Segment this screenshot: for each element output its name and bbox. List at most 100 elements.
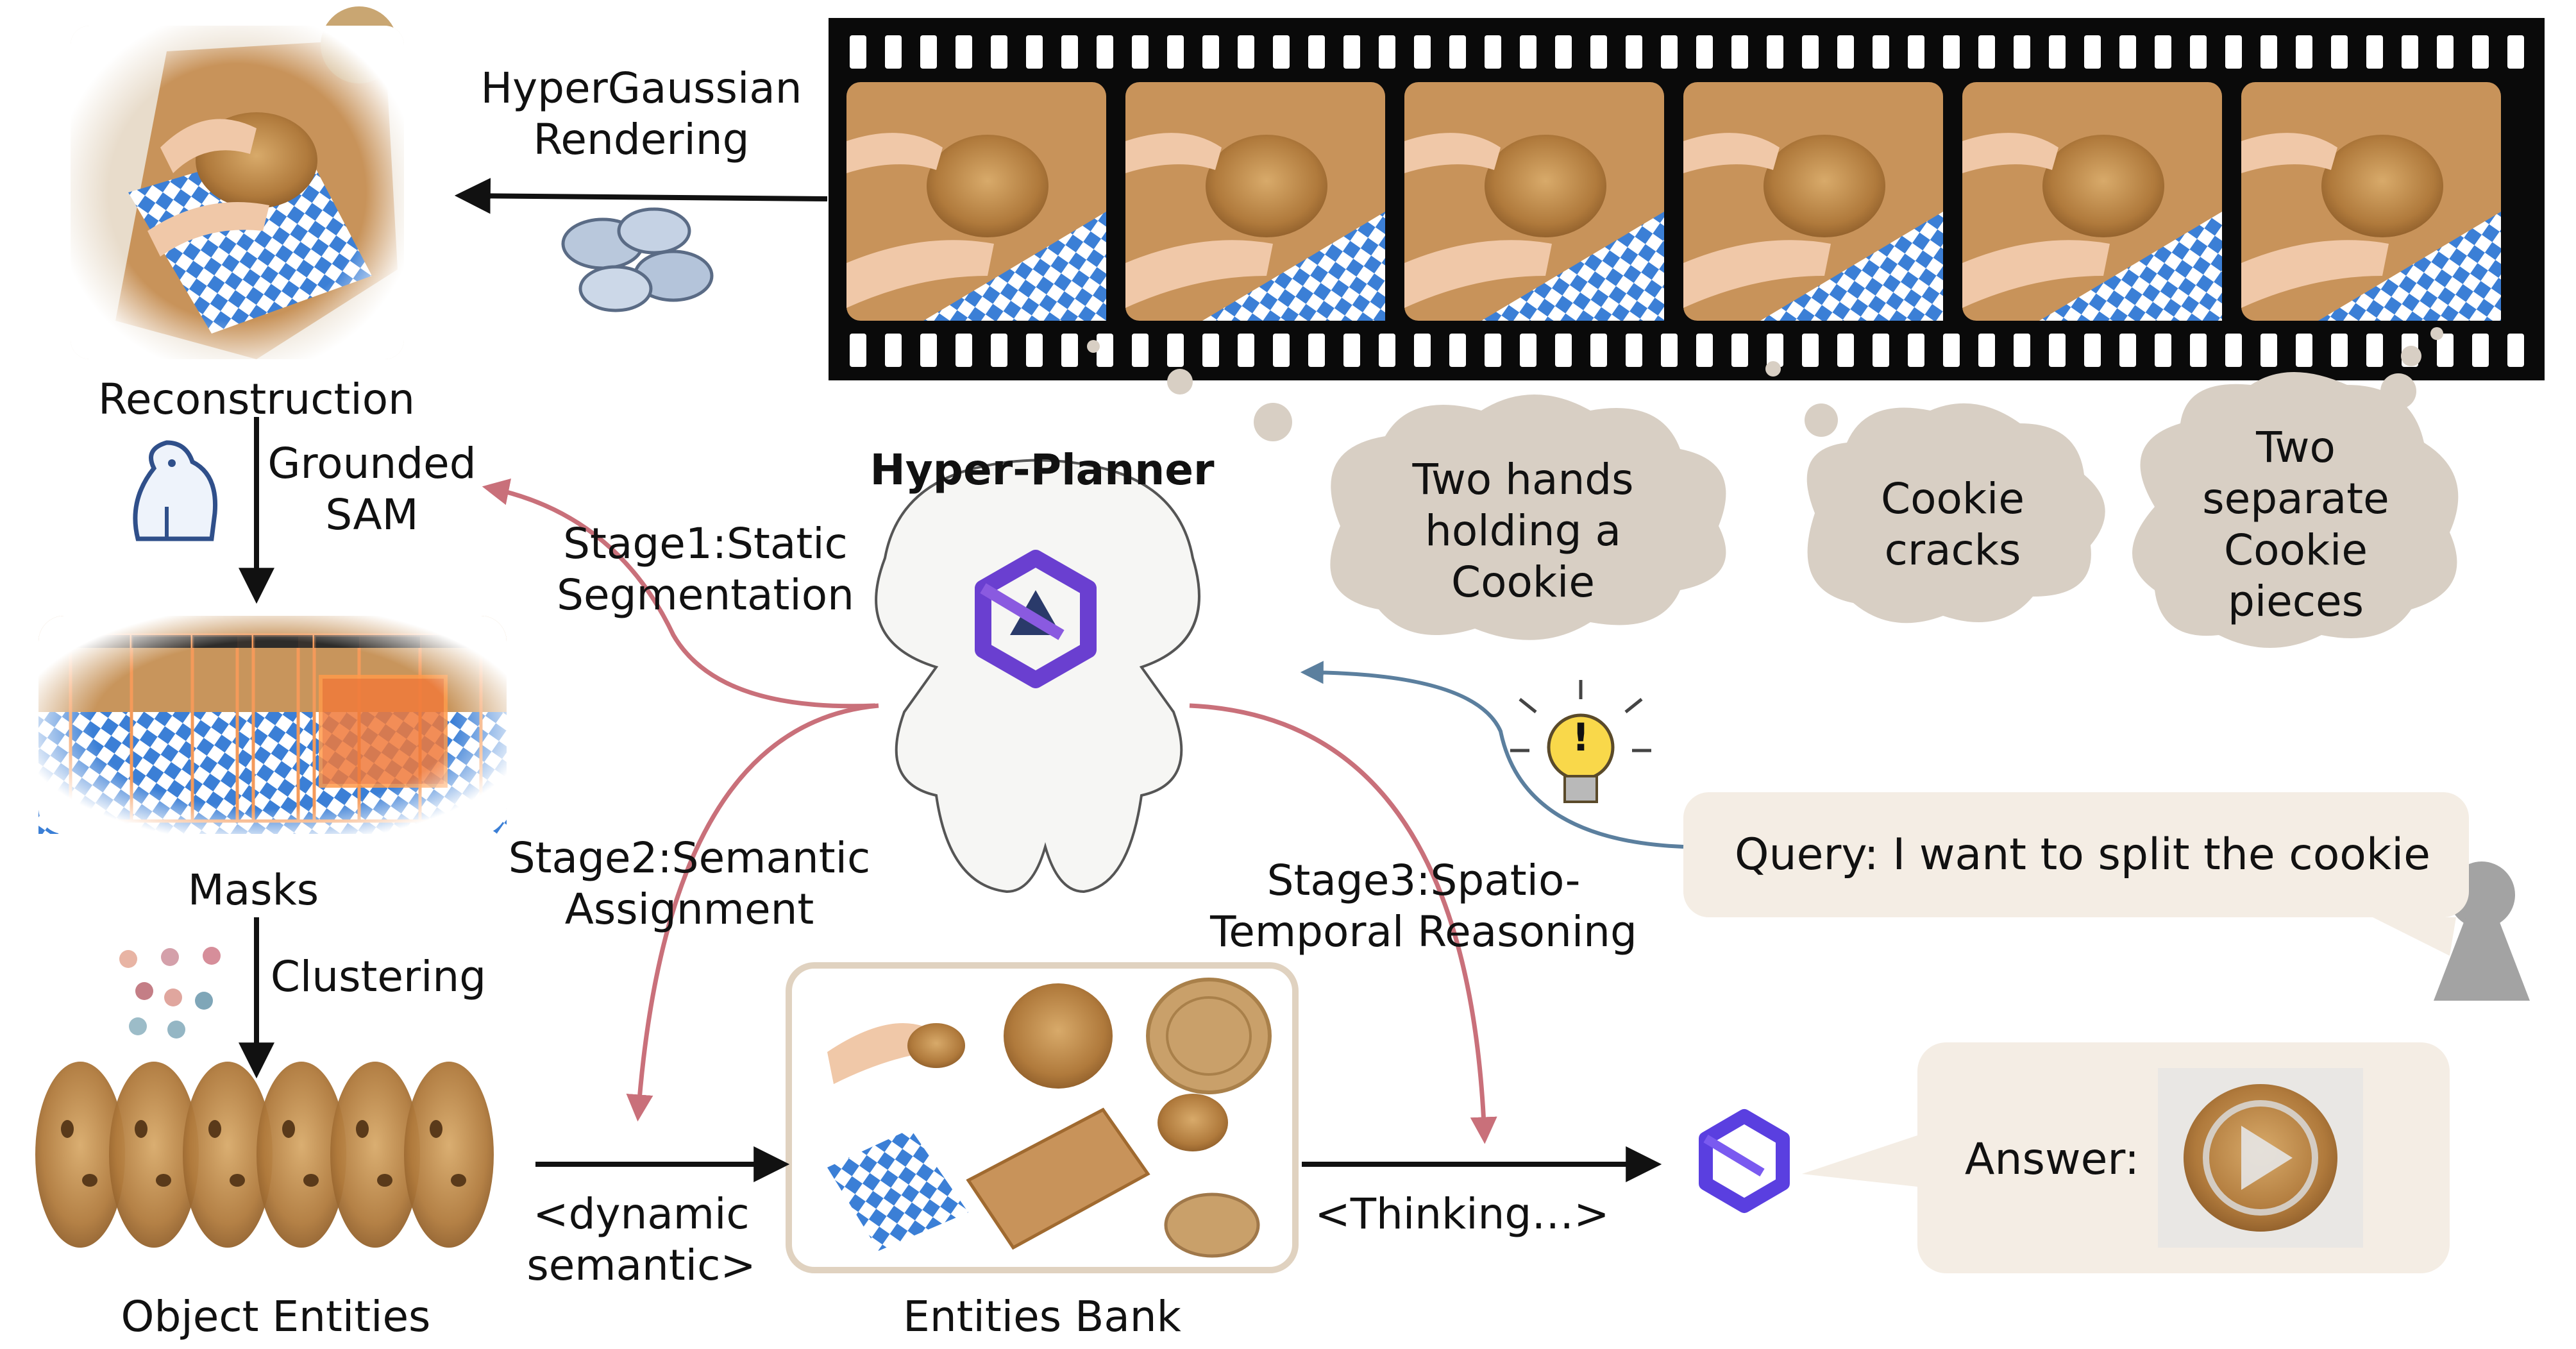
sprocket-hole xyxy=(2084,35,2101,69)
sprocket-hole xyxy=(1626,35,1642,69)
clustering-label: Clustering xyxy=(271,952,486,1001)
sprocket-hole xyxy=(2331,334,2348,367)
sprocket-hole xyxy=(1414,35,1431,69)
stage3-label-line2: Temporal Reasoning xyxy=(1209,907,1637,956)
arrow-stage2 xyxy=(626,703,879,1122)
sprocket-hole xyxy=(1520,334,1536,367)
stage2-label-line2: Assignment xyxy=(565,885,814,934)
reconstruction-label: Reconstruction xyxy=(98,375,415,424)
sprocket-hole xyxy=(1379,35,1395,69)
sprocket-hole xyxy=(1343,35,1360,69)
object-entities-image xyxy=(35,1062,494,1248)
sprocket-hole xyxy=(1202,334,1219,367)
sprocket-hole xyxy=(1449,35,1466,69)
sprocket-hole xyxy=(2014,35,2030,69)
sprocket-hole xyxy=(2437,334,2454,367)
sprocket-hole xyxy=(850,35,866,69)
sprocket-hole xyxy=(2119,35,2136,69)
sprocket-hole xyxy=(2507,334,2524,367)
sprocket-hole xyxy=(2119,334,2136,367)
sprocket-hole xyxy=(885,334,902,367)
sprocket-hole xyxy=(1837,35,1854,69)
cloud-tail-dot xyxy=(1254,403,1292,441)
sprocket-hole xyxy=(1661,334,1678,367)
cloud-1-line-3: Cookie xyxy=(1451,557,1595,607)
stage3-label-line1: Stage3:Spatio- xyxy=(1267,856,1581,905)
arrow-film-to-reconstruction xyxy=(454,178,828,214)
video-frame xyxy=(2241,82,2501,321)
entity-cookie-half xyxy=(35,1062,125,1248)
sprocket-hole xyxy=(1132,35,1149,69)
sprocket-hole xyxy=(955,334,972,367)
sprocket-hole xyxy=(1485,334,1501,367)
sprocket-hole xyxy=(1731,334,1748,367)
sprocket-hole xyxy=(955,35,972,69)
cloud-tail-dot xyxy=(1765,361,1781,377)
sprocket-hole xyxy=(991,35,1007,69)
sprocket-hole xyxy=(1167,35,1184,69)
video-frame xyxy=(1125,82,1385,321)
polar-bear-icon xyxy=(133,440,218,541)
qwen-logo-answer-icon xyxy=(1699,1109,1790,1213)
sprocket-hole xyxy=(1061,334,1078,367)
hypergaussian-label-line2: Rendering xyxy=(533,115,749,164)
sprocket-hole xyxy=(1626,334,1642,367)
cloud-3-line-1: Two xyxy=(2255,423,2336,472)
stage2-label-line1: Stage2:Semantic xyxy=(509,833,871,883)
cloud-2-line-1: Cookie xyxy=(1881,474,2025,523)
sprocket-hole xyxy=(2155,35,2171,69)
sprocket-hole xyxy=(1555,35,1572,69)
grounded-sam-label-line2: SAM xyxy=(325,490,418,539)
video-frame xyxy=(1962,82,2222,321)
answer-label: Answer: xyxy=(1965,1134,2139,1185)
sprocket-hole xyxy=(1308,334,1325,367)
sprocket-hole xyxy=(1978,334,1995,367)
sprocket-hole xyxy=(1802,35,1819,69)
thought-clouds xyxy=(1087,327,2459,648)
cloud-1-line-1: Two hands xyxy=(1411,455,1633,504)
reconstruction-image xyxy=(71,6,404,359)
hypergaussian-label-line1: HyperGaussian xyxy=(480,64,802,113)
sprocket-hole xyxy=(1837,334,1854,367)
sprocket-hole xyxy=(2507,35,2524,69)
arrow-stage3 xyxy=(1189,703,1497,1144)
sprocket-hole xyxy=(1873,35,1889,69)
query-text: Query: I want to split the cookie xyxy=(1735,829,2430,880)
cloud-tail-dot xyxy=(1087,340,1100,353)
sprocket-hole xyxy=(1273,334,1290,367)
thought-cloud-3 xyxy=(2132,372,2459,648)
stage1-label-line1: Stage1:Static xyxy=(563,519,848,568)
entities-bank-box xyxy=(786,962,1299,1273)
sprocket-hole xyxy=(1943,35,1960,69)
sprocket-hole xyxy=(1132,334,1149,367)
cloud-3-line-4: pieces xyxy=(2228,577,2364,626)
thought-cloud-1 xyxy=(1330,395,1726,640)
cloud-texts: Two hands holding a Cookie Cookie cracks… xyxy=(1411,423,2389,626)
sprocket-hole xyxy=(1873,334,1889,367)
clustering-dots-icon xyxy=(119,947,221,1039)
arrow-query-to-planner xyxy=(1300,661,1684,849)
sprocket-hole xyxy=(2190,35,2207,69)
sprocket-hole xyxy=(1202,35,1219,69)
video-film-strip xyxy=(829,18,2545,380)
sprocket-hole xyxy=(2049,334,2066,367)
sprocket-hole xyxy=(1167,334,1184,367)
answer-bubble xyxy=(1802,1042,2450,1273)
sprocket-hole xyxy=(920,334,937,367)
entity-cookie-half xyxy=(257,1062,346,1248)
cloud-2-line-2: cracks xyxy=(1885,525,2021,575)
sprocket-hole xyxy=(2402,35,2418,69)
object-entities-label: Object Entities xyxy=(121,1292,431,1341)
entity-cookie-half xyxy=(183,1062,273,1248)
sprocket-hole xyxy=(2225,334,2242,367)
sprocket-hole xyxy=(1908,334,1924,367)
cloud-tail-dot xyxy=(2380,373,2416,409)
sprocket-hole xyxy=(1273,35,1290,69)
grounded-sam-label-line1: Grounded xyxy=(267,439,476,488)
sprocket-hole xyxy=(2296,35,2312,69)
entity-cookie-half xyxy=(330,1062,420,1248)
entities-bank-label: Entities Bank xyxy=(903,1292,1181,1341)
film-sprockets-bottom xyxy=(850,334,2524,367)
sprocket-hole xyxy=(1978,35,1995,69)
sprocket-hole xyxy=(2049,35,2066,69)
